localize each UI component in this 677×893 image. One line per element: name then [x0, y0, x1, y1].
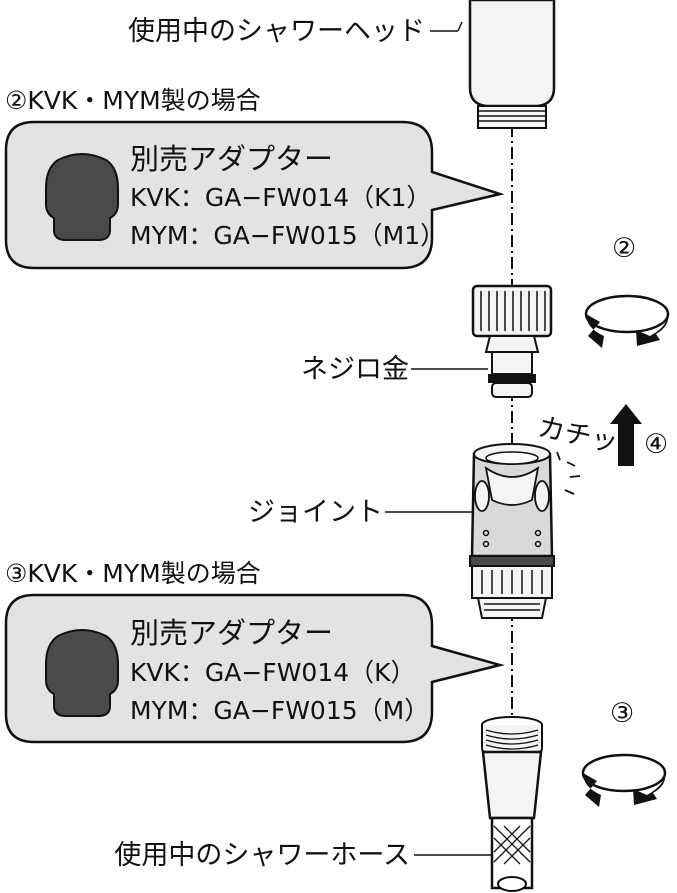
adapter-bubble-top — [4, 120, 505, 270]
shower-head-part — [468, 0, 556, 129]
section-top-heading: ②KVK・MYM製の場合 — [5, 86, 261, 115]
step-three-mark: ③ — [610, 698, 634, 729]
nejiro-fitting-part — [471, 284, 553, 398]
shower-head-label: 使用中のシャワーヘッド — [128, 16, 425, 47]
adapter-model-mym-bottom: MYM：GA−FW015（M） — [130, 696, 429, 725]
adapter-title-top: 別売アダプター — [130, 142, 333, 176]
shower-hose-part — [481, 716, 543, 892]
adapter-model-kvk-top: KVK：GA−FW014（K1） — [130, 183, 431, 212]
nejiro-label: ネジロ金 — [301, 354, 409, 385]
step-four-mark: ④ — [644, 429, 668, 460]
joint-label: ジョイント — [248, 497, 383, 528]
adapter-cap-icon — [45, 153, 119, 241]
adapter-model-kvk-bottom: KVK：GA−FW014（K） — [130, 658, 416, 687]
adapter-title-bottom: 別売アダプター — [130, 616, 333, 650]
shower-hose-label: 使用中のシャワーホース — [114, 840, 410, 871]
section-bottom-heading: ③KVK・MYM製の場合 — [5, 559, 261, 588]
adapter-bubble-bottom — [4, 593, 505, 744]
adapter-model-mym-top: MYM：GA−FW015（M1） — [130, 221, 445, 250]
step-two-mark: ② — [612, 233, 636, 264]
adapter-cap-icon-bottom — [45, 629, 119, 717]
joint-part — [469, 443, 555, 619]
push-up-arrow-icon — [610, 404, 642, 466]
rotate-icon-bottom — [581, 753, 667, 807]
rotate-icon-top — [584, 294, 670, 348]
